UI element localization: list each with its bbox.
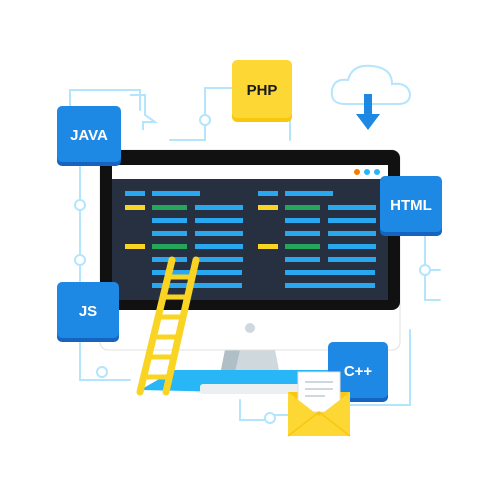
monitor-power-dot bbox=[245, 323, 255, 333]
speech-bubble-outline bbox=[130, 94, 159, 130]
js-label: JS bbox=[79, 303, 97, 320]
editor-window bbox=[112, 165, 388, 300]
cloud-download-icon bbox=[330, 64, 412, 130]
html-label: HTML bbox=[390, 197, 432, 214]
envelope-icon bbox=[287, 371, 351, 437]
java-badge: JAVA bbox=[57, 106, 121, 166]
cpp-badge: C++ bbox=[328, 342, 388, 402]
window-dot-blue-1 bbox=[364, 169, 370, 175]
js-badge: JS bbox=[57, 282, 119, 342]
code-column-right bbox=[258, 191, 376, 288]
php-badge: PHP bbox=[232, 60, 292, 122]
php-label: PHP bbox=[247, 82, 278, 99]
html-badge: HTML bbox=[380, 176, 442, 236]
window-dot-blue-2 bbox=[374, 169, 380, 175]
window-dot-orange bbox=[354, 169, 360, 175]
ladder-icon bbox=[136, 256, 200, 396]
connector-nodes bbox=[74, 114, 431, 424]
cpp-label: C++ bbox=[344, 363, 373, 380]
java-label: JAVA bbox=[70, 127, 108, 144]
